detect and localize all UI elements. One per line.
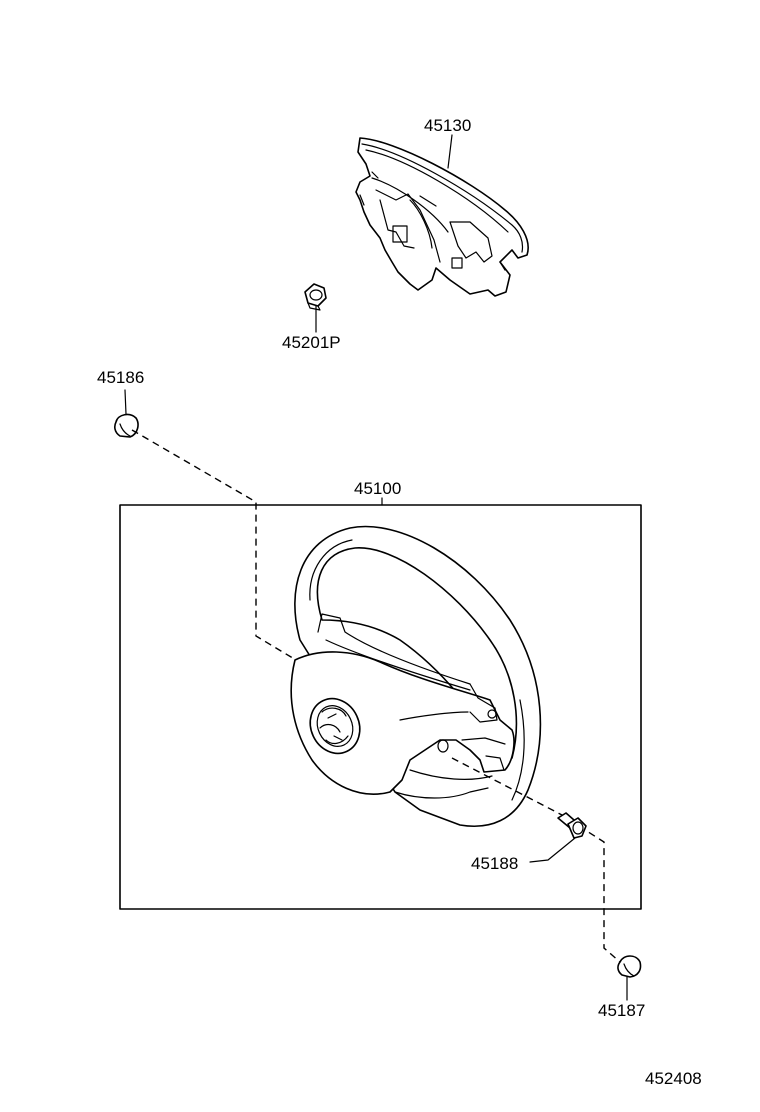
cover-right-part-number: 45187 (598, 1001, 645, 1020)
nut-part[interactable] (304, 283, 327, 311)
horn-pad-leader (447, 134, 453, 169)
cover-left-dashed-guide (131, 429, 297, 661)
horn-pad-part-number: 45130 (424, 116, 471, 135)
horn-pad-part[interactable] (355, 137, 529, 297)
steering-wheel-part[interactable] (290, 525, 542, 827)
cover-right-dashed-guide (451, 757, 621, 963)
screw-leader (529, 837, 576, 863)
diagram-id: 452408 (645, 1069, 702, 1088)
cover-right-part[interactable] (617, 955, 642, 978)
wheel-assembly-part-number: 45100 (354, 479, 401, 498)
screw-part[interactable] (557, 812, 587, 839)
nut-part-number: 45201P (282, 333, 341, 352)
cover-left-part-number: 45186 (97, 368, 144, 387)
screw-part-number: 45188 (471, 854, 518, 873)
cover-left-leader (124, 389, 127, 415)
wheel-assembly-frame (119, 504, 642, 910)
cover-left-part[interactable] (114, 413, 139, 438)
